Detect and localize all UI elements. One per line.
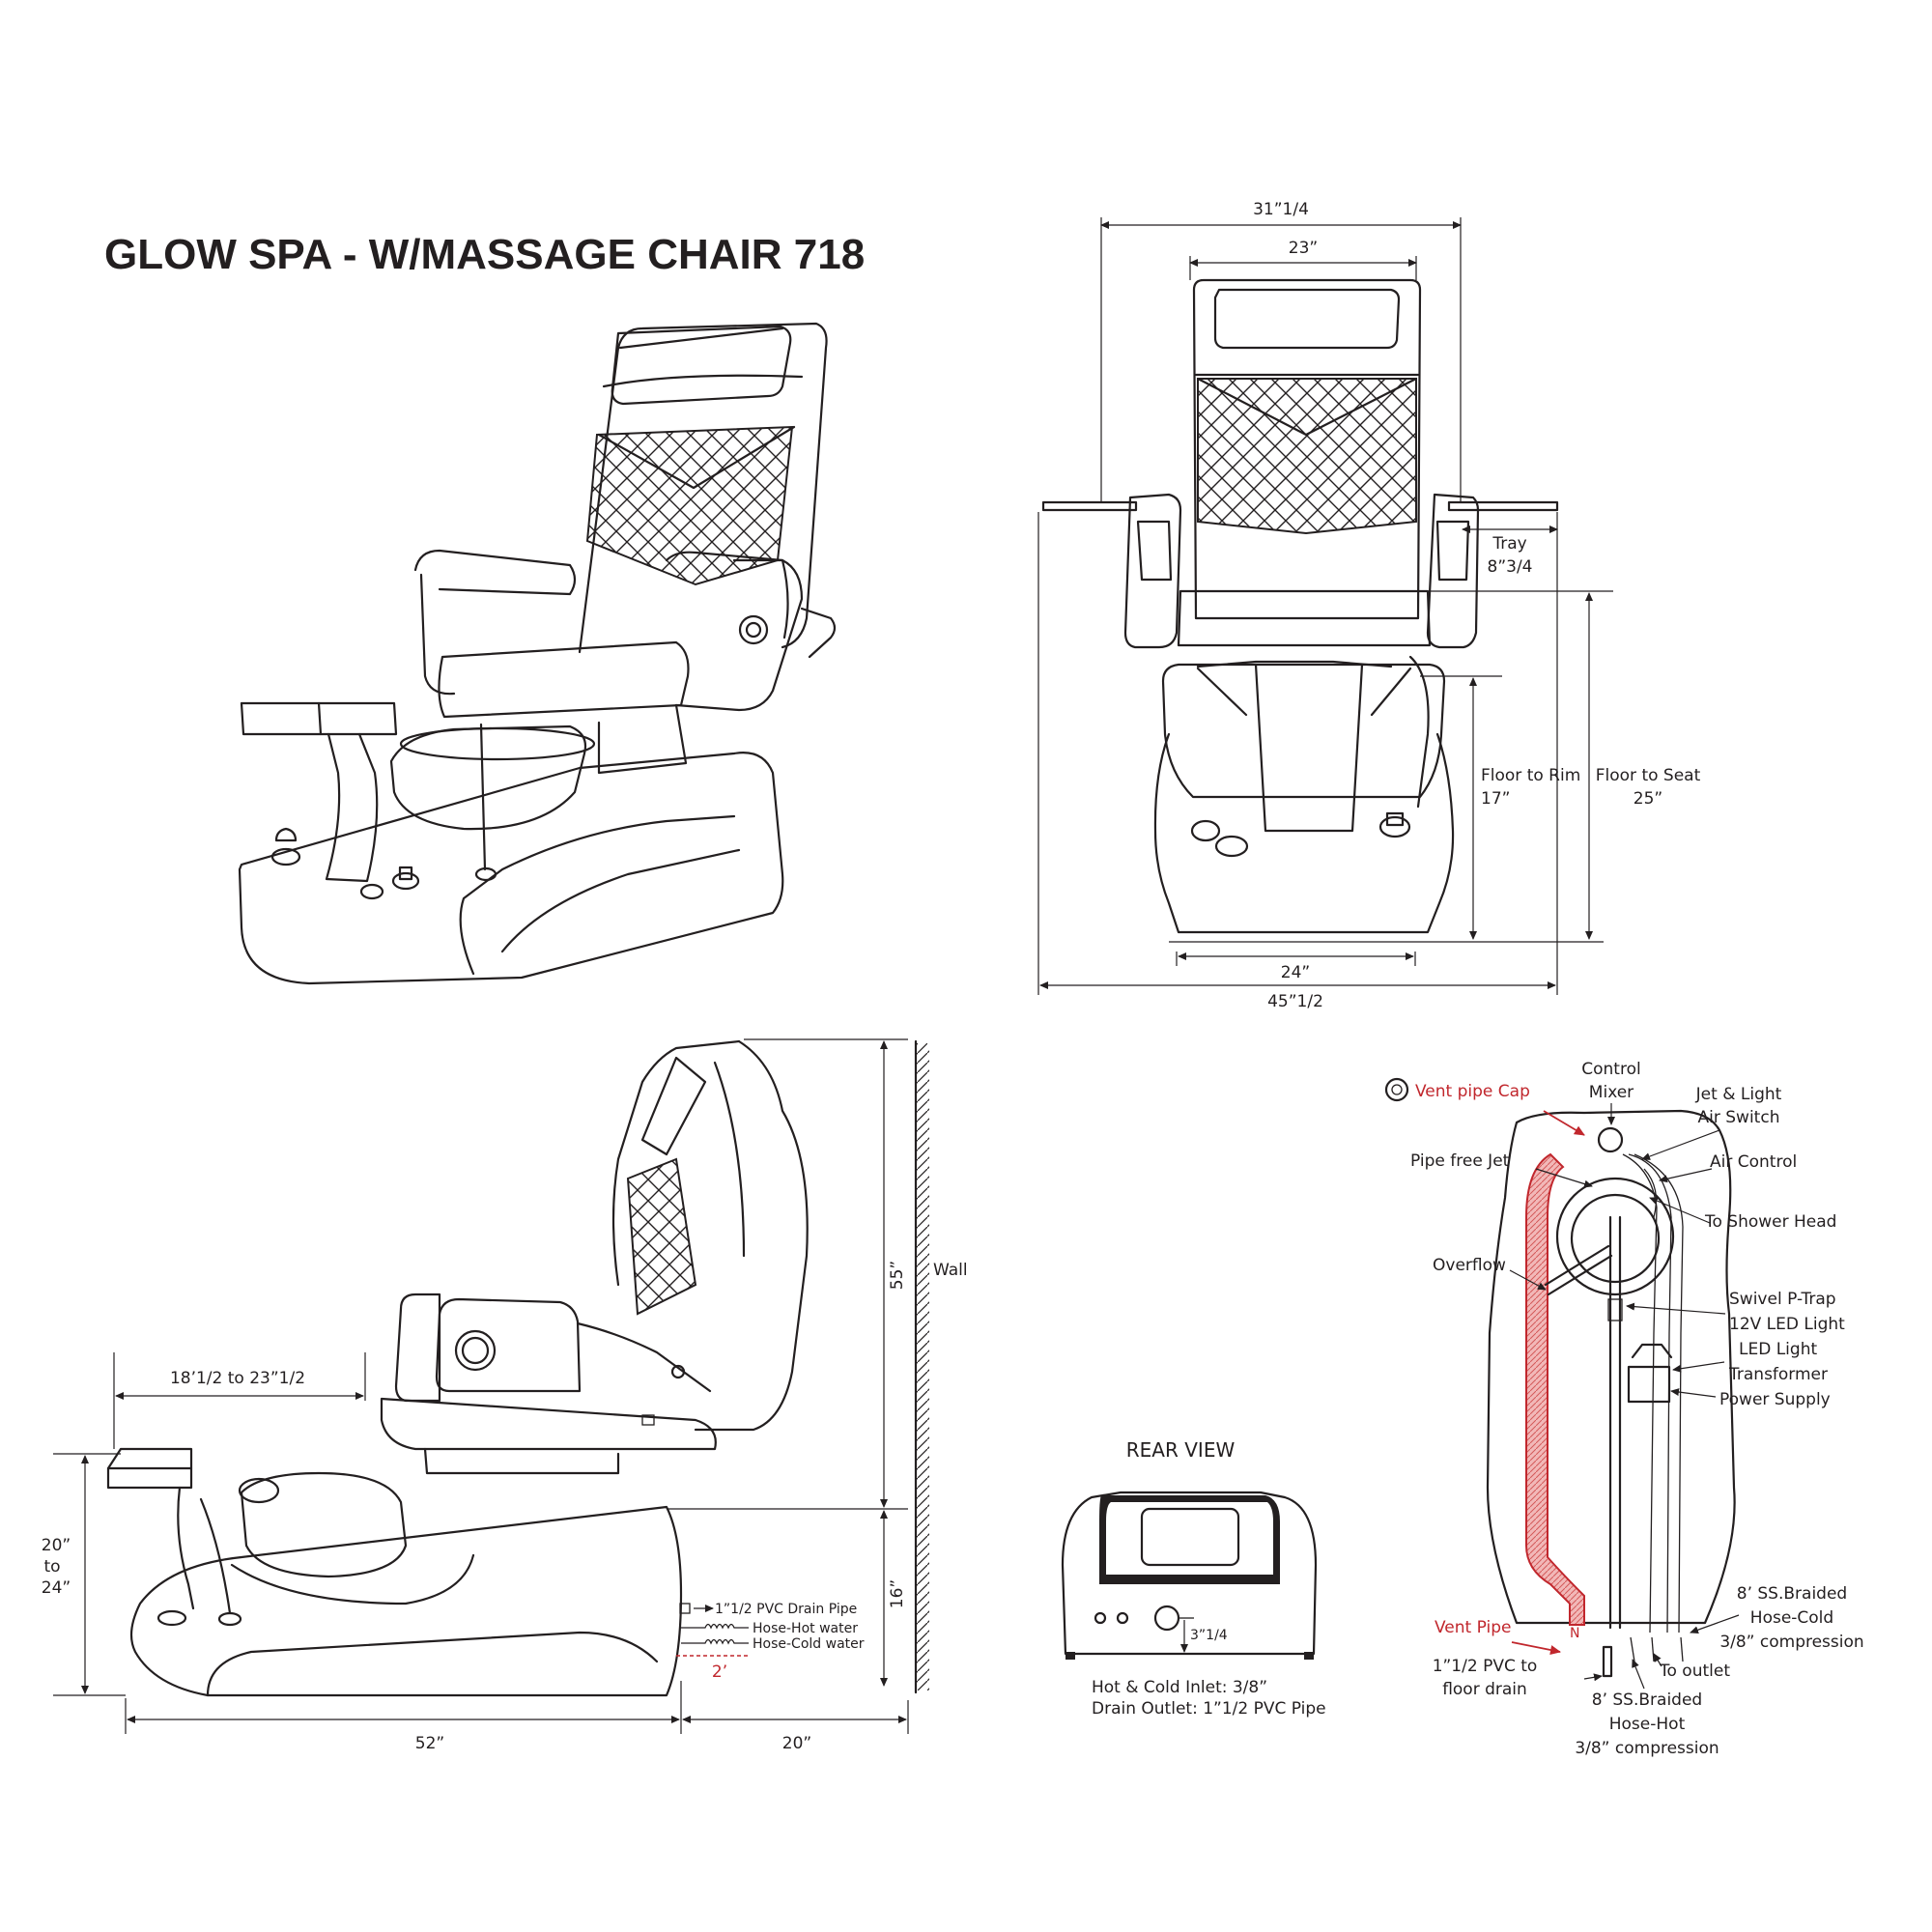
led-transformer-label-1: LED Light bbox=[1739, 1340, 1817, 1359]
plumbing-diagram: N Vent pipe Cap Control Mixer Jet & Ligh… bbox=[1384, 1060, 1864, 1758]
rear-view-title: REAR VIEW bbox=[1126, 1438, 1236, 1462]
hose-hot-label-3: 3/8” compression bbox=[1575, 1739, 1719, 1758]
control-mixer-label-2: Mixer bbox=[1589, 1083, 1634, 1102]
floor-to-rim-value: 17” bbox=[1481, 789, 1510, 809]
vent-pipe-cap-icon bbox=[1384, 1077, 1409, 1102]
p-trap-label: Swivel P-Trap bbox=[1729, 1290, 1836, 1309]
perspective-view bbox=[238, 322, 837, 985]
shower-head-label: To Shower Head bbox=[1704, 1212, 1836, 1232]
base-width: 24” bbox=[1281, 963, 1310, 982]
power-supply-label: Power Supply bbox=[1719, 1390, 1831, 1409]
footrest-height-bottom: 24” bbox=[42, 1578, 71, 1598]
side-view: Wall 55” 16” bbox=[42, 1038, 968, 1753]
air-control-label: Air Control bbox=[1710, 1152, 1797, 1172]
front-view: 31”1/4 23” Tray 8”3/4 bbox=[1037, 200, 1701, 1011]
hose-gap-label: 2’ bbox=[712, 1662, 727, 1682]
pvc-drain-label-1: 1”1/2 PVC to bbox=[1433, 1657, 1538, 1676]
overall-width: 45”1/2 bbox=[1267, 992, 1323, 1011]
overall-top-width: 31”1/4 bbox=[1253, 200, 1309, 219]
drain-note: Drain Outlet: 1”1/2 PVC Pipe bbox=[1092, 1699, 1326, 1719]
floor-to-seat-value: 25” bbox=[1634, 789, 1662, 809]
page-title: GLOW SPA - W/MASSAGE CHAIR 718 bbox=[104, 231, 865, 278]
wall-label: Wall bbox=[933, 1261, 968, 1280]
floor-to-seat-label: Floor to Seat bbox=[1596, 766, 1701, 785]
vent-n-marker: N bbox=[1570, 1626, 1579, 1641]
drain-pipe-label: 1”1/2 PVC Drain Pipe bbox=[715, 1602, 857, 1617]
rear-view: REAR VIEW 3”1/4 Hot & Cold Inlet: 3/8” D… bbox=[1061, 1438, 1326, 1719]
overflow-label: Overflow bbox=[1433, 1256, 1506, 1275]
backrest-width: 23” bbox=[1289, 239, 1318, 258]
tray-value: 8”3/4 bbox=[1488, 557, 1533, 577]
hose-cold-label-3: 3/8” compression bbox=[1719, 1633, 1863, 1652]
inlet-height: 3”1/4 bbox=[1190, 1628, 1228, 1643]
pipe-free-jet-label: Pipe free Jet bbox=[1410, 1151, 1510, 1171]
vent-pipe-label: Vent Pipe bbox=[1435, 1618, 1511, 1637]
vent-pipe-cap-label: Vent pipe Cap bbox=[1415, 1082, 1530, 1101]
footrest-range: 18’1/2 to 23”1/2 bbox=[170, 1369, 305, 1388]
led-12v-label: 12V LED Light bbox=[1729, 1315, 1845, 1334]
to-outlet-label: To outlet bbox=[1659, 1662, 1730, 1681]
hose-cold-label: Hose-Cold water bbox=[753, 1636, 865, 1652]
control-mixer-label-1: Control bbox=[1581, 1060, 1640, 1079]
pvc-drain-label-2: floor drain bbox=[1442, 1680, 1527, 1699]
length-dim: 52” bbox=[415, 1734, 444, 1753]
tray-label: Tray bbox=[1492, 534, 1526, 554]
inlet-note: Hot & Cold Inlet: 3/8” bbox=[1092, 1678, 1267, 1697]
hose-cold-label-2: Hose-Cold bbox=[1750, 1608, 1833, 1628]
low-height-dim: 16” bbox=[888, 1579, 907, 1608]
footrest-height-mid: to bbox=[43, 1557, 60, 1577]
hose-hot-label-1: 8’ SS.Braided bbox=[1592, 1690, 1702, 1710]
led-transformer-label-2: Transformer bbox=[1728, 1365, 1828, 1384]
hose-cold-label-1: 8’ SS.Braided bbox=[1737, 1584, 1847, 1604]
jet-light-label-1: Jet & Light bbox=[1695, 1085, 1782, 1104]
floor-to-rim-label: Floor to Rim bbox=[1481, 766, 1580, 785]
hose-hot-label-2: Hose-Hot bbox=[1609, 1715, 1686, 1734]
wall-clearance-dim: 20” bbox=[782, 1734, 811, 1753]
hose-hot-label: Hose-Hot water bbox=[753, 1621, 858, 1636]
height-dim: 55” bbox=[888, 1261, 907, 1290]
footrest-height-top: 20” bbox=[42, 1536, 71, 1555]
jet-light-label-2: Air Switch bbox=[1698, 1108, 1780, 1127]
